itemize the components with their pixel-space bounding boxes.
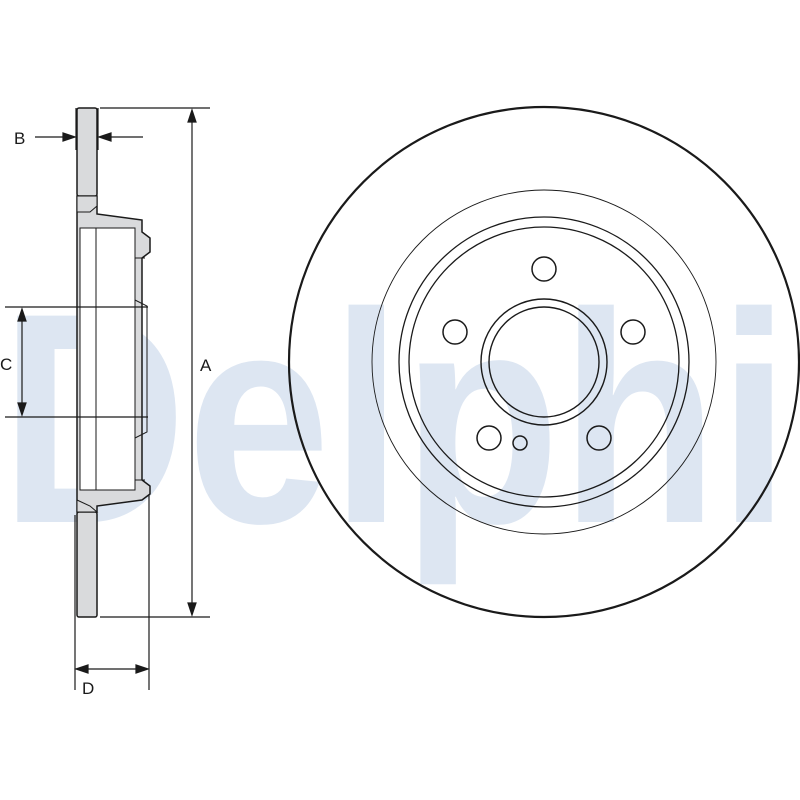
front-view bbox=[287, 105, 800, 619]
neck-upper bbox=[76, 195, 98, 213]
bolt-hole-top bbox=[531, 256, 557, 282]
center-bore-inner bbox=[488, 306, 600, 418]
dimension-label-d: D bbox=[82, 679, 94, 698]
disc-outer-edge bbox=[287, 105, 800, 619]
bolt-hole-left bbox=[442, 319, 468, 345]
hat-ring-inner bbox=[408, 226, 680, 498]
center-bore-outer bbox=[480, 298, 608, 426]
friction-ring-upper bbox=[76, 107, 98, 197]
bolt-hole-right bbox=[620, 319, 646, 345]
friction-ring-lower bbox=[76, 511, 98, 618]
hat-inner bbox=[79, 227, 136, 491]
hat-ring-outer bbox=[398, 216, 690, 508]
locating-hole bbox=[512, 435, 528, 451]
dimension-lines bbox=[5, 107, 210, 690]
bolt-hole-bottom-left bbox=[476, 425, 502, 451]
neck-lower bbox=[76, 499, 99, 513]
dimension-label-c: C bbox=[0, 355, 12, 374]
dimension-label-b: B bbox=[14, 129, 25, 148]
bolt-hole-bottom-right bbox=[586, 425, 612, 451]
disc-hat-edge bbox=[371, 189, 717, 535]
side-section-view bbox=[76, 107, 151, 618]
dimension-label-a: A bbox=[200, 356, 212, 375]
